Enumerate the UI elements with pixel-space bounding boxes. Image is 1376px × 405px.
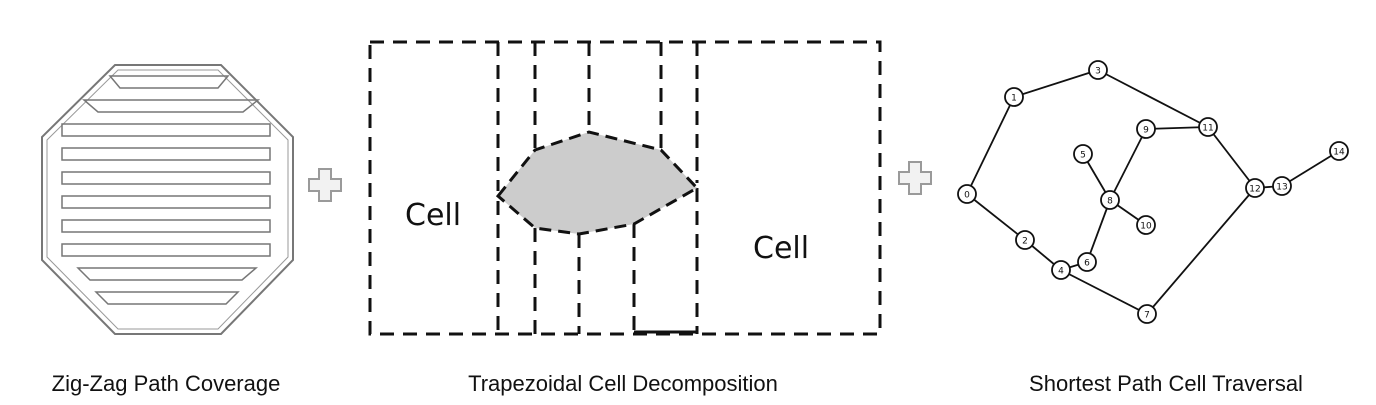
zigzag-lanes bbox=[61, 75, 271, 305]
graph-node-label: 3 bbox=[1095, 67, 1101, 77]
graph-node: 12 bbox=[1245, 178, 1265, 198]
cell-right-label: Cell bbox=[753, 231, 809, 266]
graph-node-circle bbox=[1077, 252, 1097, 272]
graph-node-circle bbox=[1051, 260, 1071, 280]
graph-node-label: 11 bbox=[1202, 124, 1213, 134]
obstacle-polygon bbox=[495, 130, 700, 236]
plus-icon bbox=[898, 161, 932, 195]
graph-edge bbox=[1086, 199, 1111, 263]
graph-node: 5 bbox=[1073, 144, 1093, 164]
graph-edge bbox=[1097, 69, 1209, 128]
graph-node: 9 bbox=[1136, 119, 1156, 139]
graph-node-label: 7 bbox=[1144, 311, 1150, 321]
graph-node-circle bbox=[1073, 144, 1093, 164]
graph-node-circle bbox=[1329, 141, 1349, 161]
graph-node-circle bbox=[957, 184, 977, 204]
zigzag-caption: Zig-Zag Path Coverage bbox=[51, 371, 281, 396]
graph-node: 6 bbox=[1077, 252, 1097, 272]
coverage-lane bbox=[108, 75, 230, 89]
graph-node-label: 4 bbox=[1058, 267, 1064, 277]
coverage-lane bbox=[81, 99, 261, 113]
graph-node: 8 bbox=[1100, 190, 1120, 210]
graph-edge bbox=[1207, 126, 1256, 189]
coverage-lane bbox=[61, 243, 271, 257]
graph-node-circle bbox=[1137, 304, 1157, 324]
octagon-inner-boundary bbox=[46, 69, 289, 330]
graph-edge bbox=[1013, 69, 1099, 98]
graph-edge bbox=[1146, 187, 1256, 315]
graph-edge bbox=[966, 96, 1015, 195]
graph-node: 1 bbox=[1004, 87, 1024, 107]
graph-edge bbox=[966, 193, 1026, 241]
graph-node: 13 bbox=[1272, 176, 1292, 196]
graph-node-circle bbox=[1245, 178, 1265, 198]
coverage-lane bbox=[61, 171, 271, 185]
coverage-lane bbox=[94, 291, 240, 305]
graph-node-label: 8 bbox=[1107, 197, 1113, 207]
coverage-lane bbox=[76, 267, 259, 281]
graph-node-circle bbox=[1136, 215, 1156, 235]
graph-node-label: 5 bbox=[1080, 151, 1086, 161]
coverage-lane bbox=[61, 147, 271, 161]
graph-node-label: 2 bbox=[1022, 237, 1028, 247]
graph-node-label: 10 bbox=[1140, 222, 1152, 232]
trapezoidal-caption: Trapezoidal Cell Decomposition bbox=[468, 371, 778, 396]
graph-node-circle bbox=[1004, 87, 1024, 107]
graph-edge bbox=[1060, 269, 1148, 315]
graph-node-circle bbox=[1136, 119, 1156, 139]
graph-node: 14 bbox=[1329, 141, 1349, 161]
cell-left-label: Cell bbox=[405, 198, 461, 233]
graph-node-label: 1 bbox=[1011, 94, 1017, 104]
coverage-lane bbox=[61, 195, 271, 209]
graph-caption: Shortest Path Cell Traversal bbox=[1029, 371, 1303, 396]
graph-node: 0 bbox=[957, 184, 977, 204]
coverage-lane bbox=[61, 123, 271, 137]
graph-edge bbox=[1145, 126, 1209, 130]
coverage-lane bbox=[61, 219, 271, 233]
graph-node: 11 bbox=[1198, 117, 1218, 137]
graph-node: 10 bbox=[1136, 215, 1156, 235]
trapezoidal-decomposition-diagram: Cell Cell bbox=[368, 40, 882, 336]
graph-node-circle bbox=[1272, 176, 1292, 196]
graph-node: 7 bbox=[1137, 304, 1157, 324]
graph-node: 4 bbox=[1051, 260, 1071, 280]
octagon-boundary bbox=[41, 64, 294, 335]
graph-node-label: 9 bbox=[1143, 126, 1149, 136]
graph-edge bbox=[1281, 150, 1340, 187]
graph-node-label: 13 bbox=[1276, 183, 1287, 193]
graph-node: 3 bbox=[1088, 60, 1108, 80]
graph-node: 2 bbox=[1015, 230, 1035, 250]
graph-node-circle bbox=[1088, 60, 1108, 80]
graph-node-label: 6 bbox=[1084, 259, 1090, 269]
graph-node-circle bbox=[1100, 190, 1120, 210]
workspace-boundary bbox=[368, 40, 882, 336]
zigzag-coverage-diagram bbox=[41, 64, 294, 335]
graph-node-circle bbox=[1198, 117, 1218, 137]
graph-node-label: 12 bbox=[1249, 185, 1260, 195]
graph-node-label: 14 bbox=[1333, 148, 1345, 158]
graph-edge bbox=[1109, 128, 1147, 201]
graph-node-label: 0 bbox=[964, 191, 970, 201]
graph-node-circle bbox=[1015, 230, 1035, 250]
plus-icon bbox=[308, 168, 342, 202]
